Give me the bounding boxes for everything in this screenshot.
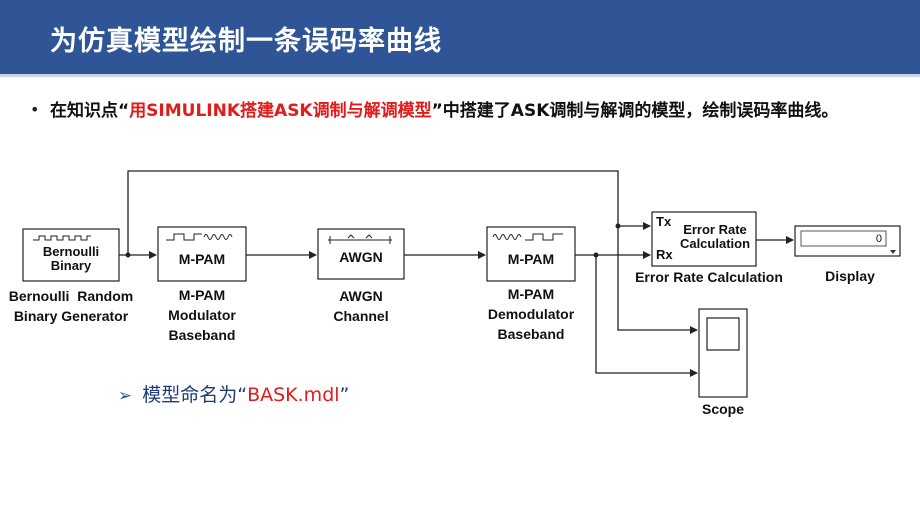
awgn-noise-icon — [328, 234, 392, 244]
demodulator-caption: M-PAM Demodulator Baseband — [476, 284, 586, 344]
display-caption: Display — [825, 268, 875, 284]
demodulator-waveform-icon — [492, 233, 563, 241]
scope-caption: Scope — [701, 401, 744, 417]
model-name-highlight: BASK.mdl — [247, 384, 340, 406]
error-rate-caption: Error Rate Calculation — [635, 269, 783, 285]
signal-tx-to-scope — [617, 226, 698, 334]
modulator-caption-line1: M-PAM — [178, 287, 226, 303]
slide-title: 为仿真模型绘制一条误码率曲线 — [50, 26, 442, 57]
modulator-block[interactable] — [157, 226, 247, 282]
arrow-bullet-icon: ➢ — [118, 386, 133, 406]
junction-dot — [593, 252, 599, 258]
modulator-caption-line2: Modulator — [168, 307, 236, 323]
port-rx-label: Rx — [656, 247, 673, 262]
intro-text-before: 在知识点“ — [50, 101, 130, 121]
signal-rx-to-scope — [595, 255, 698, 377]
bullet-dot-icon: • — [30, 100, 40, 119]
awgn-caption: AWGN Channel — [311, 286, 411, 326]
awgn-inner-label: AWGN — [339, 249, 383, 265]
error-rate-inner-line2: Calculation — [679, 236, 751, 251]
demodulator-block[interactable] — [486, 226, 576, 282]
display-value: 0 — [875, 233, 882, 245]
error-rate-block[interactable] — [651, 211, 757, 267]
scope-block[interactable] — [698, 308, 748, 398]
demodulator-caption-line1: M-PAM — [507, 286, 555, 302]
bernoulli-inner-label: Bernoulli Binary — [23, 245, 119, 273]
modulator-caption-line3: Baseband — [168, 327, 236, 343]
title-bar — [0, 0, 920, 74]
modulator-caption: M-PAM Modulator Baseband — [152, 285, 252, 345]
awgn-caption-line1: AWGN — [339, 288, 383, 304]
intro-text-after: ”中搭建了ASK调制与解调的模型，绘制误码率曲线。 — [431, 101, 839, 121]
bernoulli-waveform-icon — [33, 235, 91, 241]
intro-paragraph: 在知识点“用SIMULINK搭建ASK调制与解调模型”中搭建了ASK调制与解调的… — [50, 92, 890, 130]
error-rate-inner-line1: Error Rate — [683, 222, 747, 237]
bernoulli-inner-line1: Bernoulli — [42, 244, 100, 259]
model-name-after: ” — [339, 384, 350, 406]
demodulator-caption-line3: Baseband — [497, 326, 565, 342]
demodulator-caption-line2: Demodulator — [487, 306, 575, 322]
demodulator-inner-label: M-PAM — [507, 251, 555, 267]
signal-reference-to-tx — [127, 170, 651, 255]
modulator-inner-label: M-PAM — [178, 251, 226, 267]
bernoulli-caption: Bernoulli Random Binary Generator — [0, 286, 142, 326]
awgn-caption-line2: Channel — [333, 308, 389, 324]
error-rate-inner-label: Error Rate Calculation — [672, 223, 758, 251]
modulator-waveform-icon — [166, 233, 233, 241]
intro-highlight: 用SIMULINK搭建ASK调制与解调模型 — [129, 101, 432, 121]
model-name-bullet: ➢ 模型命名为“BASK.mdl” — [118, 380, 349, 407]
junction-dot — [125, 252, 131, 258]
bernoulli-caption-line2: Binary Generator — [13, 308, 129, 324]
bernoulli-inner-line2: Binary — [50, 258, 92, 273]
model-name-before: 模型命名为“ — [142, 384, 248, 406]
awgn-block[interactable] — [317, 228, 405, 280]
display-dropdown-icon — [890, 250, 896, 254]
port-tx-label: Tx — [656, 214, 672, 229]
display-block[interactable] — [794, 225, 901, 257]
bernoulli-block[interactable] — [22, 228, 120, 282]
bernoulli-caption-line1: Bernoulli Random — [8, 288, 134, 304]
title-divider — [0, 74, 920, 77]
junction-dot — [615, 223, 621, 229]
